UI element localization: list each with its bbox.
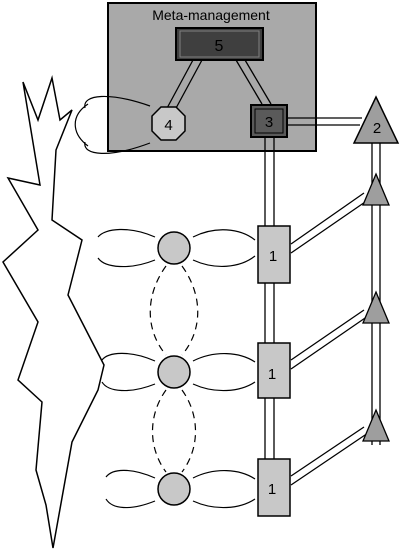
dashed-links-mid-bot — [151, 389, 197, 473]
node-3: 3 — [250, 104, 288, 138]
node-5-label: 5 — [215, 38, 224, 55]
node-1-bot-label: 1 — [268, 481, 276, 498]
circle-node-bot — [157, 472, 191, 506]
diagonal-link-1-top — [290, 192, 369, 254]
node-1-mid-label: 1 — [268, 366, 276, 383]
dashed-links-top-mid — [149, 265, 199, 356]
link-5-3 — [235, 59, 272, 105]
node-1-bot: 1 — [257, 458, 291, 517]
vertical-link-3-1 — [264, 137, 275, 459]
node-1-top: 1 — [257, 225, 291, 284]
circle-node-top — [157, 231, 191, 265]
loop-node-4 — [74, 95, 151, 154]
node-3-label: 3 — [265, 114, 273, 131]
node-5: 5 — [175, 27, 264, 61]
link-5-4 — [165, 59, 203, 111]
loops-mid-row — [101, 352, 256, 392]
circle-node-mid — [157, 355, 191, 389]
meta-management-title: Meta-management — [152, 7, 270, 23]
node-2: 2 — [352, 95, 400, 144]
triangle-right-top — [362, 172, 390, 206]
triangle-right-mid — [362, 290, 390, 324]
diagonal-link-1-bot — [290, 426, 369, 486]
node-4-label: 4 — [164, 117, 172, 134]
node-1-top-label: 1 — [269, 248, 277, 265]
node-2-label: 2 — [373, 120, 381, 137]
environment-burst-shape — [2, 75, 105, 549]
triangle-right-bot — [362, 408, 390, 442]
loops-bot-row — [105, 469, 256, 509]
link-3-2 — [287, 117, 362, 126]
loops-top-row — [97, 228, 256, 268]
node-1-mid: 1 — [257, 342, 291, 399]
node-4: 4 — [151, 106, 186, 141]
diagonal-link-1-mid — [290, 309, 369, 370]
